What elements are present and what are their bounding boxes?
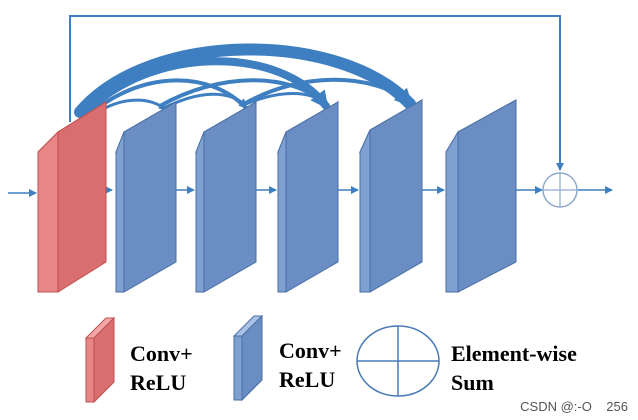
legend-blue-label-line1: Conv+ bbox=[279, 338, 342, 363]
legend-red-slab-icon bbox=[84, 316, 116, 404]
legend-sum-label-line2: Sum bbox=[451, 370, 494, 395]
dense-connection-1-to-4 bbox=[80, 57, 330, 118]
legend-red-label-line1: Conv+ bbox=[130, 341, 193, 366]
conv-relu-layer-blue-3 bbox=[276, 100, 340, 293]
conv-layer-blue-output bbox=[445, 99, 517, 293]
dense-connection-2-to-4 bbox=[159, 78, 328, 108]
element-wise-sum-icon bbox=[542, 172, 578, 208]
legend-sum-icon bbox=[356, 325, 440, 397]
legend-sum-label: Element-wise Sum bbox=[451, 339, 577, 397]
legend-red-label: Conv+ ReLU bbox=[130, 339, 193, 397]
legend-blue-label-line2: ReLU bbox=[279, 367, 336, 392]
conv-relu-layer-blue-2 bbox=[194, 100, 258, 293]
dense-connection-1-to-5 bbox=[74, 43, 416, 118]
legend-blue-slab-icon bbox=[232, 314, 264, 402]
watermark: CSDN @:-O 256 bbox=[520, 399, 628, 414]
dense-connection-3-to-5 bbox=[243, 77, 412, 106]
global-skip-connection bbox=[69, 15, 564, 171]
dense-connection-3-to-4 bbox=[245, 92, 327, 106]
conv-relu-layer-blue-1 bbox=[114, 100, 178, 293]
conv-relu-layer-red bbox=[37, 101, 107, 293]
legend-sum-label-line1: Element-wise bbox=[451, 341, 577, 366]
conv-relu-layer-blue-4 bbox=[358, 98, 424, 293]
legend-red-label-line2: ReLU bbox=[130, 370, 187, 395]
legend-blue-label: Conv+ ReLU bbox=[279, 336, 342, 394]
